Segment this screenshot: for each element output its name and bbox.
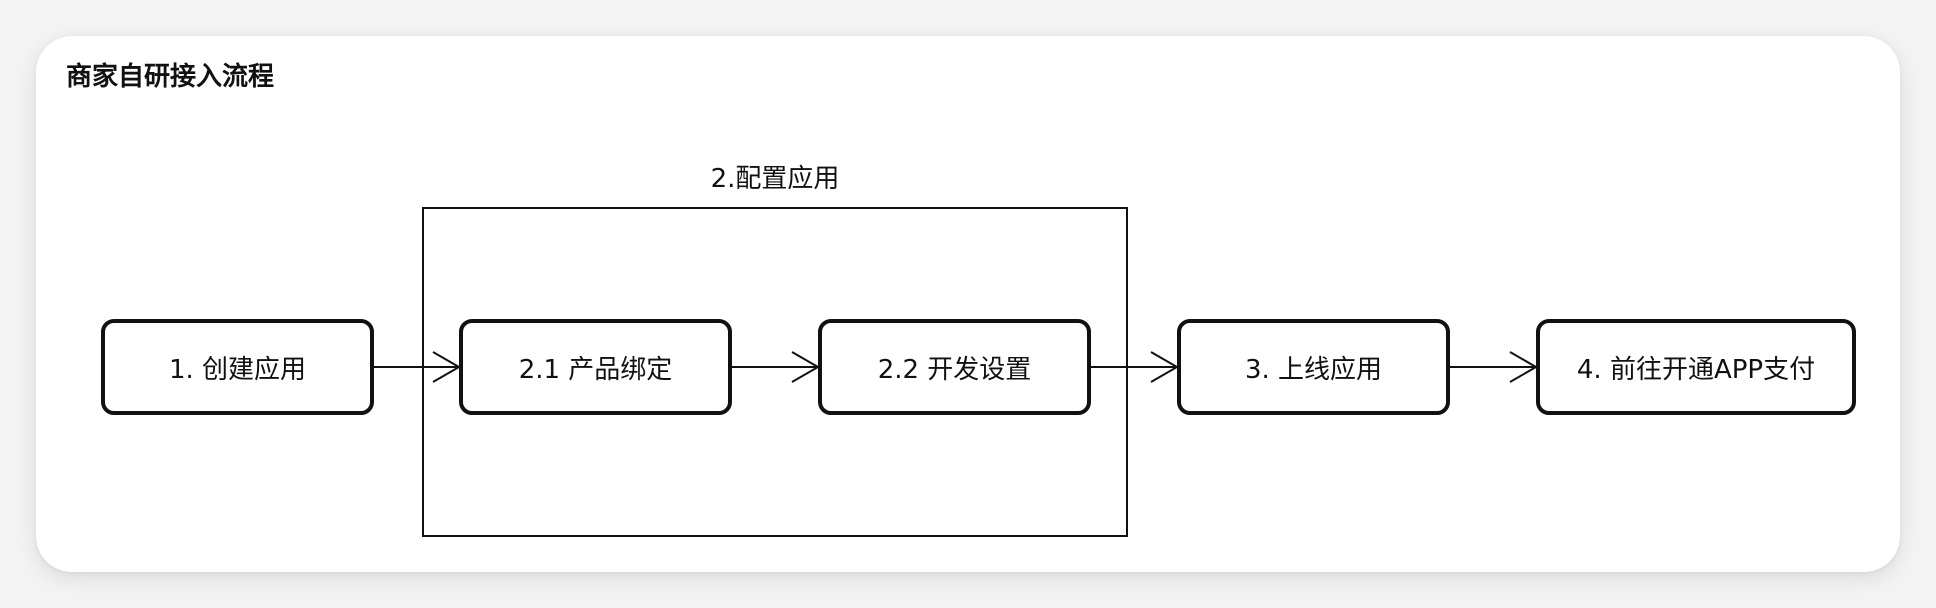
step-create-app[interactable]: 1. 创建应用 [101,319,374,415]
step-product-binding[interactable]: 2.1 产品绑定 [459,319,732,415]
step-publish-app[interactable]: 3. 上线应用 [1177,319,1450,415]
group-box-configure-app [422,207,1128,537]
diagram-card [36,36,1900,572]
step-enable-app-payment[interactable]: 4. 前往开通APP支付 [1536,319,1856,415]
group-label-configure-app: 2.配置应用 [710,164,840,194]
diagram-title: 商家自研接入流程 [66,62,275,92]
step-dev-settings[interactable]: 2.2 开发设置 [818,319,1091,415]
